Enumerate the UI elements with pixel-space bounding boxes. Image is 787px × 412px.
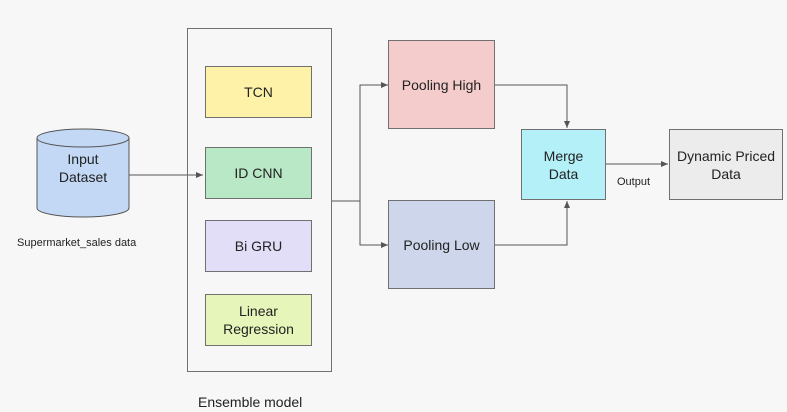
edge-high-to-merge — [495, 84, 570, 128]
input-cylinder-shape — [36, 128, 130, 218]
model-tcn: TCN — [205, 66, 312, 118]
dynamic-priced-data-box: Dynamic Priced Data — [669, 129, 783, 200]
edge-to-pooling-high — [359, 82, 388, 201]
model-bi-gru: Bi GRU — [205, 220, 312, 272]
ensemble-container — [187, 28, 332, 372]
merge-data-box: Merge Data — [521, 129, 606, 200]
model-id-cnn: ID CNN — [205, 147, 312, 199]
ensemble-caption: Ensemble model — [198, 394, 303, 410]
input-caption: Supermarket_sales data — [17, 237, 137, 249]
pooling-low-box: Pooling Low — [388, 200, 495, 289]
input-dataset-label: Input Dataset — [58, 151, 108, 185]
model-linear-regression: Linear Regression — [205, 294, 312, 346]
output-edge-label: Output — [617, 176, 651, 188]
edge-low-to-merge — [495, 201, 570, 246]
pooling-high-box: Pooling High — [388, 40, 495, 129]
edge-to-pooling-low — [359, 201, 388, 248]
